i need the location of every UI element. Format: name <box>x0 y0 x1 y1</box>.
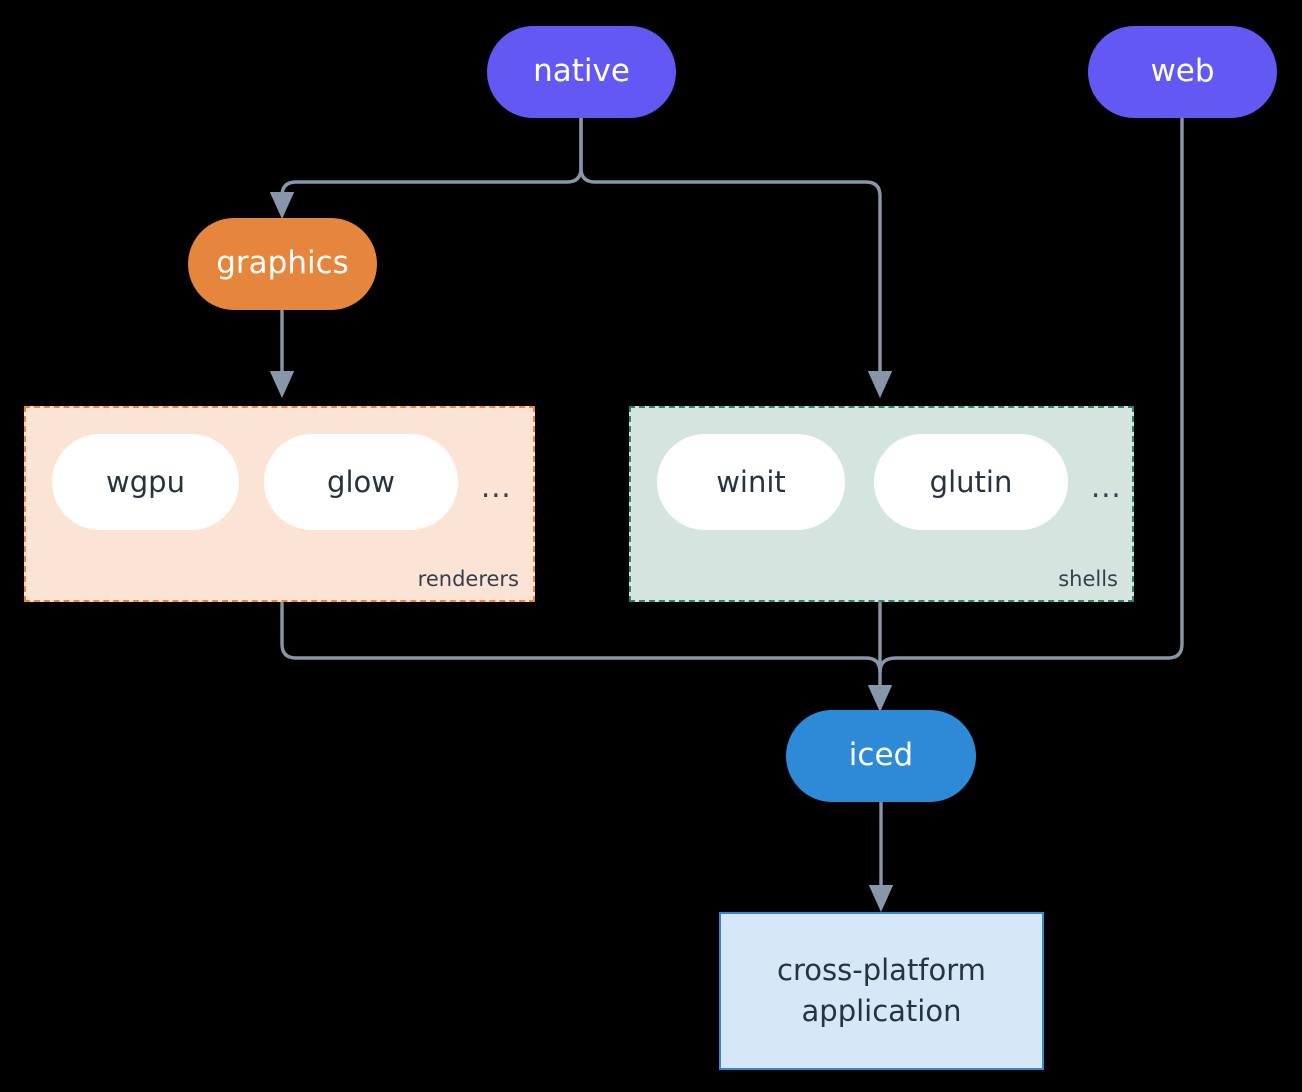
shells-more-ellipsis: ... <box>1091 470 1122 504</box>
group-renderers[interactable]: wgpu glow ... renderers <box>24 406 535 602</box>
group-renderers-label: renderers <box>417 567 519 591</box>
node-native-label: native <box>533 53 630 90</box>
node-graphics[interactable]: graphics <box>188 218 377 310</box>
leaf-glutin-label: glutin <box>929 465 1013 499</box>
application-label-line2: application <box>801 994 962 1028</box>
leaf-winit[interactable]: winit <box>657 434 845 530</box>
node-web[interactable]: web <box>1088 26 1277 118</box>
edge-native-to-graphics <box>269 180 567 220</box>
node-native[interactable]: native <box>487 26 676 118</box>
edge-native-to-shells <box>595 180 893 399</box>
node-iced-label: iced <box>848 737 914 774</box>
node-iced[interactable]: iced <box>786 710 976 802</box>
node-cross-platform-application[interactable]: cross-platform application <box>719 912 1044 1070</box>
group-shells-label: shells <box>1058 567 1118 591</box>
leaf-glow-label: glow <box>327 465 395 499</box>
leaf-wgpu[interactable]: wgpu <box>52 434 239 530</box>
group-shells[interactable]: winit glutin ... shells <box>629 406 1134 602</box>
edge-native-split-right <box>579 118 596 184</box>
edge-merge-right-curve <box>878 656 897 673</box>
leaf-glow[interactable]: glow <box>264 434 458 530</box>
edge-native-split <box>566 118 583 184</box>
edge-merge-left-curve <box>865 656 882 673</box>
application-label-line1: cross-platform <box>777 952 986 987</box>
node-graphics-label: graphics <box>216 245 349 282</box>
leaf-glutin[interactable]: glutin <box>874 434 1068 530</box>
edge-renderers-to-iced <box>280 602 866 660</box>
leaf-wgpu-label: wgpu <box>106 465 185 499</box>
renderers-more-ellipsis: ... <box>481 470 512 504</box>
node-web-label: web <box>1150 53 1215 90</box>
leaf-winit-label: winit <box>716 465 786 499</box>
